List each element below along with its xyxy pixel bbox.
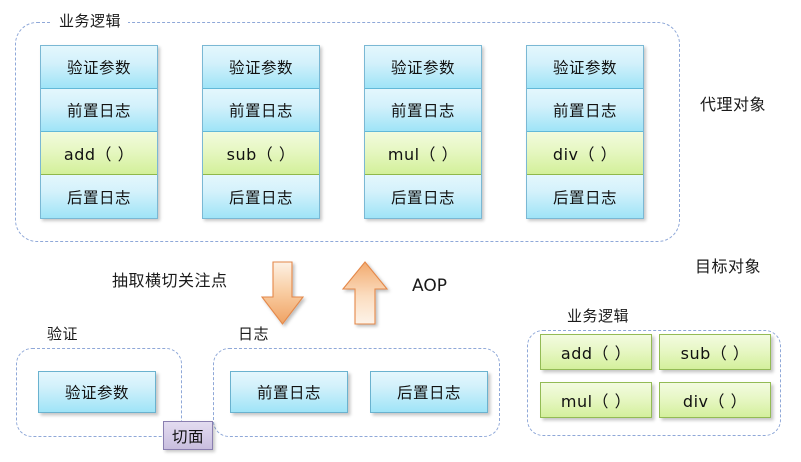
validation-concern-container xyxy=(16,348,182,437)
target-object-side-label: 目标对象 xyxy=(695,257,762,276)
target-method-sub[interactable]: sub（ ） xyxy=(659,334,771,370)
proxy-method-card-div[interactable]: 验证参数 前置日志 div（ ） 后置日志 xyxy=(526,45,644,219)
proxy-method-card-mul[interactable]: 验证参数 前置日志 mul（ ） 后置日志 xyxy=(364,45,482,219)
target-method-add[interactable]: add（ ） xyxy=(540,334,652,370)
card-row-business-method: add（ ） xyxy=(41,132,157,175)
card-row-business-method: mul（ ） xyxy=(365,132,481,175)
card-row-after-log: 后置日志 xyxy=(365,175,481,218)
card-row-after-log: 后置日志 xyxy=(41,175,157,218)
proxy-object-side-label: 代理对象 xyxy=(700,95,767,114)
proxy-method-card-add[interactable]: 验证参数 前置日志 add（ ） 后置日志 xyxy=(40,45,158,219)
target-method-mul[interactable]: mul（ ） xyxy=(540,382,652,418)
proxy-group-caption: 业务逻辑 xyxy=(52,13,129,30)
target-method-div[interactable]: div（ ） xyxy=(659,382,771,418)
aop-weaving-arrow xyxy=(341,260,395,328)
logging-concern-container xyxy=(213,348,500,437)
extract-crosscutting-concerns-label: 抽取横切关注点 xyxy=(112,271,228,290)
card-row-after-log: 后置日志 xyxy=(527,175,643,218)
target-business-logic-container xyxy=(527,330,781,436)
card-row-validate-params: 验证参数 xyxy=(203,46,319,89)
card-row-validate-params: 验证参数 xyxy=(527,46,643,89)
aspect-box-validate-params[interactable]: 验证参数 xyxy=(38,371,156,413)
validation-group-caption: 验证 xyxy=(40,326,86,343)
target-group-caption: 业务逻辑 xyxy=(560,308,637,325)
card-row-before-log: 前置日志 xyxy=(527,89,643,132)
card-row-before-log: 前置日志 xyxy=(41,89,157,132)
aop-label: AOP xyxy=(412,276,447,296)
proxy-method-card-sub[interactable]: 验证参数 前置日志 sub（ ） 后置日志 xyxy=(202,45,320,219)
aspect-box-after-log[interactable]: 后置日志 xyxy=(370,371,488,413)
aspect-badge[interactable]: 切面 xyxy=(163,421,213,450)
card-row-after-log: 后置日志 xyxy=(203,175,319,218)
card-row-before-log: 前置日志 xyxy=(365,89,481,132)
card-row-before-log: 前置日志 xyxy=(203,89,319,132)
proxy-object-container xyxy=(15,22,680,242)
card-row-business-method: sub（ ） xyxy=(203,132,319,175)
card-row-validate-params: 验证参数 xyxy=(41,46,157,89)
logging-group-caption: 日志 xyxy=(231,326,277,343)
extract-crosscutting-concerns-arrow xyxy=(260,261,305,329)
card-row-validate-params: 验证参数 xyxy=(365,46,481,89)
card-row-business-method: div（ ） xyxy=(527,132,643,175)
aspect-box-before-log[interactable]: 前置日志 xyxy=(230,371,348,413)
